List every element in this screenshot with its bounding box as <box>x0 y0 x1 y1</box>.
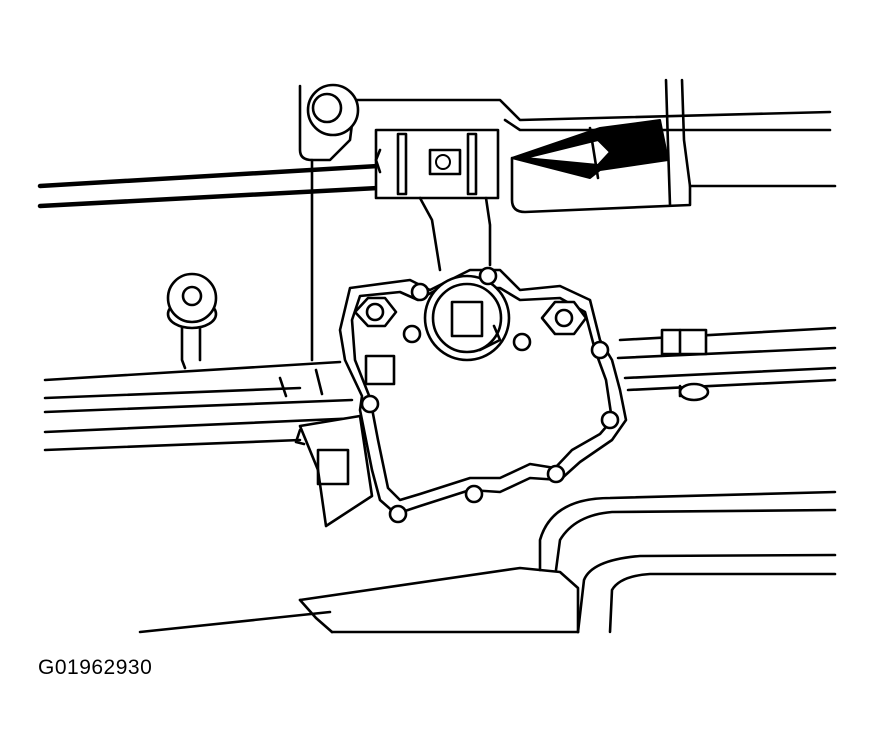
control-cable <box>37 163 381 209</box>
electrical-connector <box>294 414 374 528</box>
actuator-housing <box>338 266 628 524</box>
figure-id-label: G01962930 <box>38 656 153 679</box>
left-standoff-post <box>166 272 218 370</box>
cable-link-strap <box>418 196 492 272</box>
right-bracket <box>660 328 710 402</box>
arrow-pointer-icon <box>511 119 669 180</box>
lower-duct <box>138 490 837 634</box>
support-rails <box>43 326 837 452</box>
cable-clip <box>374 128 500 200</box>
top-grommet <box>306 83 360 137</box>
